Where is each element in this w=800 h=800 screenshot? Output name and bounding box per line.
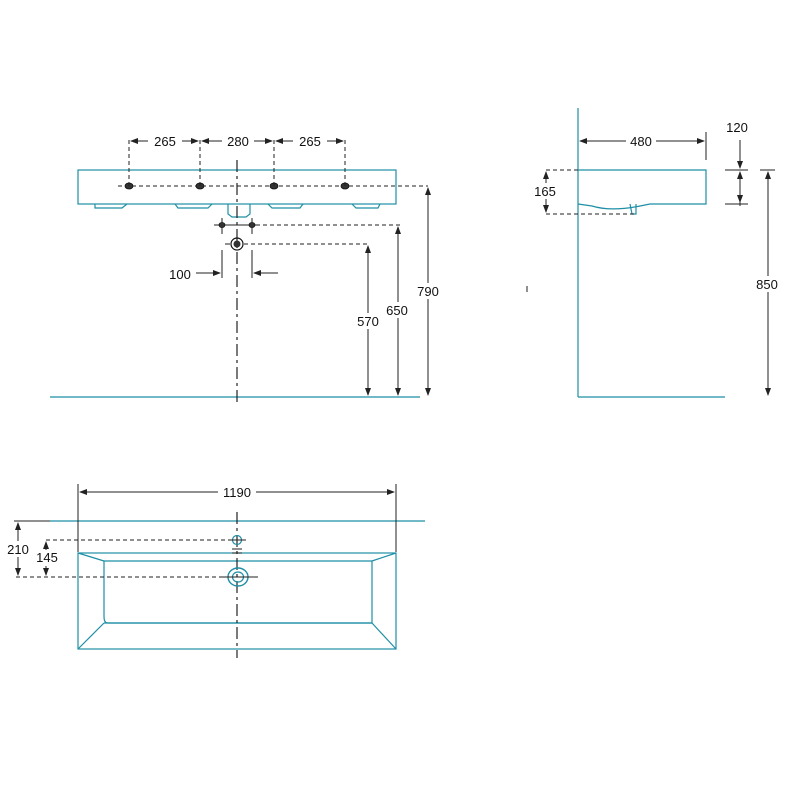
dim-offset-210: 210 — [7, 542, 29, 557]
fixing-holes — [124, 182, 350, 190]
side-drain — [629, 203, 637, 215]
basin-foot-4 — [351, 203, 381, 209]
dim-height-790: 790 — [417, 284, 439, 299]
basin-foot-3 — [267, 203, 304, 209]
basin-side-profile — [577, 169, 707, 210]
basin-foot-2 — [174, 203, 213, 209]
dim-spacing-left: 265 — [154, 134, 176, 149]
dim-spacing-middle: 280 — [227, 134, 249, 149]
dim-width: 1190 — [223, 485, 251, 500]
side-view: 480 120 165 850 — [526, 108, 782, 398]
dim-offset-145: 145 — [36, 550, 58, 565]
dim-height-850: 850 — [756, 277, 778, 292]
dim-depth: 480 — [630, 134, 652, 149]
dim-height-650: 650 — [386, 303, 408, 318]
basin-top-bowl — [103, 560, 373, 624]
dim-height-570: 570 — [357, 314, 379, 329]
dim-bowl-depth: 165 — [534, 184, 556, 199]
drain-stub — [227, 204, 251, 218]
basin-foot-1 — [94, 203, 128, 209]
dim-spacing-right: 265 — [299, 134, 321, 149]
front-view: 265 280 265 100 570 650 790 — [50, 132, 442, 405]
waste-outlet-icon — [230, 237, 244, 251]
dim-thickness: 120 — [726, 120, 748, 135]
dim-drain-offset: 100 — [169, 267, 191, 282]
top-view: 1190 210 145 — [4, 484, 425, 658]
